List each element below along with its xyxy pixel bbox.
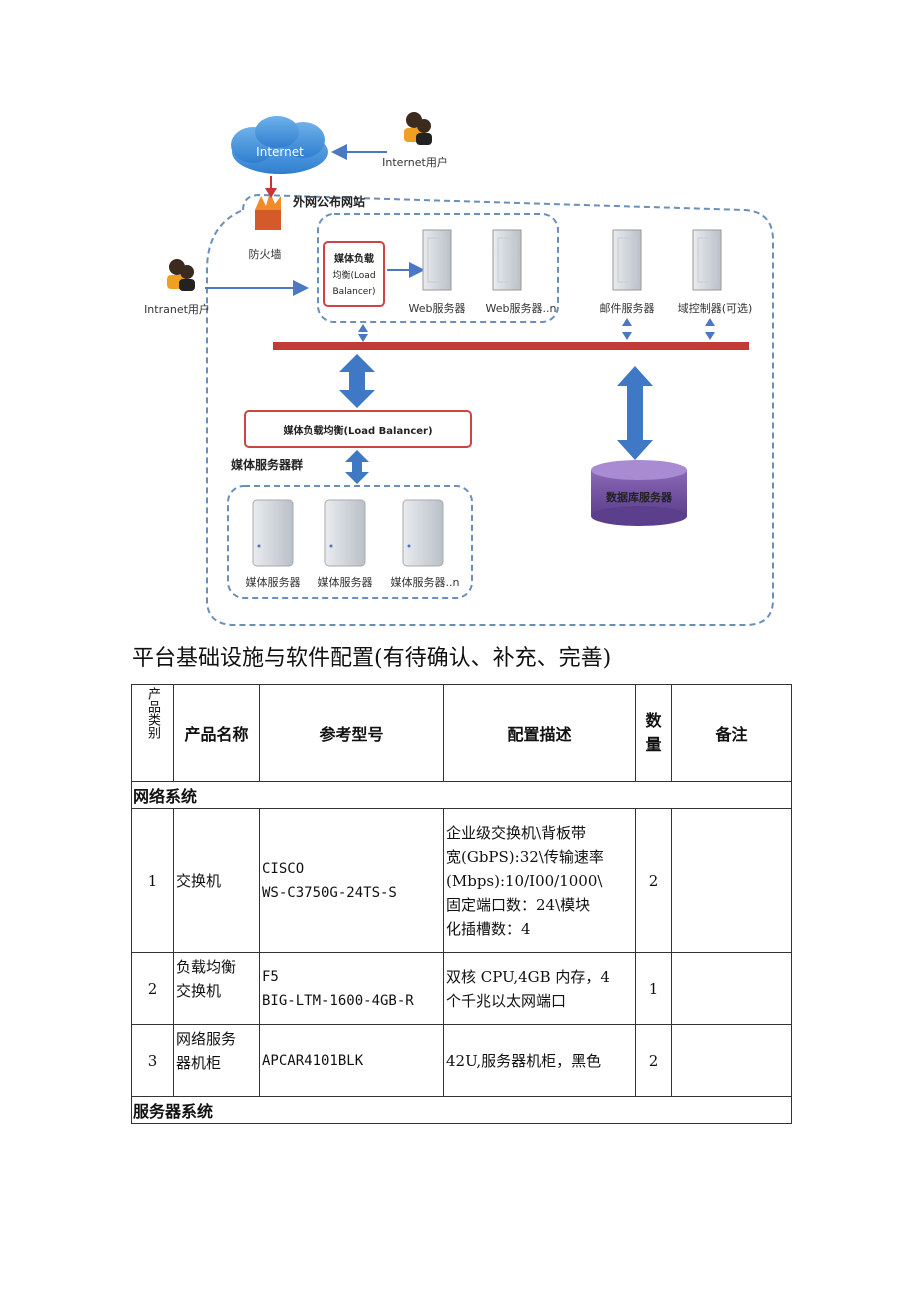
- product-model: APCAR4101BLK: [259, 1024, 444, 1097]
- section-title: 平台基础设施与软件配置(有待确认、补充、完善): [132, 646, 612, 671]
- firewall-label: 防火墙: [249, 247, 282, 261]
- header-category-label: 产品类别: [145, 687, 160, 739]
- web-server-group: [317, 213, 559, 323]
- config-description: 双核 CPU,4GB 内存，4 个千兆以太网端口: [443, 952, 636, 1025]
- product-name: 网络服务 器机柜: [173, 1024, 260, 1097]
- section-server-title: 服务器系统: [131, 1096, 792, 1124]
- name-line: 器机柜: [176, 1054, 222, 1072]
- config-line: (Mbps):10/I00/1000\: [446, 871, 603, 890]
- section-row-server: 服务器系统: [131, 1096, 792, 1124]
- media-cluster-label: 媒体服务器群: [231, 457, 303, 472]
- web-server-icon: [422, 229, 452, 291]
- header-model: 参考型号: [259, 684, 444, 782]
- table-row: 2 负载均衡 交换机 F5 BIG-LTM-1600-4GB-R 双核 CPU,…: [131, 952, 792, 1025]
- media-server-1-label: 媒体服务器: [246, 575, 301, 589]
- section-network-title: 网络系统: [131, 781, 792, 809]
- media-server-2-icon: [324, 499, 366, 567]
- name-line: 网络服务: [176, 1030, 237, 1048]
- config-line: 个千兆以太网端口: [446, 991, 567, 1010]
- media-load-balancer-label: 媒体负载均衡(Load Balancer): [282, 424, 432, 437]
- section-row-network: 网络系统: [131, 781, 792, 809]
- config-description: 42U,服务器机柜，黑色: [443, 1024, 636, 1097]
- external-site-label: 外网公布网站: [293, 194, 365, 209]
- config-line: 企业级交换机\背板带: [446, 823, 587, 842]
- quantity: 2: [635, 1024, 672, 1097]
- row-number: 2: [131, 952, 174, 1025]
- lb-top-label-1: 媒体负载: [333, 252, 374, 265]
- header-config: 配置描述: [443, 684, 636, 782]
- web-server-label: Web服务器: [409, 302, 466, 315]
- model-line: F5: [262, 968, 279, 985]
- domain-controller-icon: [692, 229, 722, 291]
- internet-user-icon: [404, 112, 432, 145]
- internet-user-label: Internet用户: [382, 155, 448, 169]
- note: [671, 808, 792, 953]
- internet-cloud-icon: [231, 116, 328, 174]
- media-server-group: [227, 485, 473, 599]
- model-line: BIG-LTM-1600-4GB-R: [262, 992, 414, 1009]
- media-server-n-label: 媒体服务器..n: [391, 575, 460, 589]
- intranet-user-label: Intranet用户: [144, 302, 210, 316]
- config-line: 固定端口数：24\模块: [446, 895, 591, 914]
- external-site-boundary: [206, 193, 774, 626]
- row-number: 3: [131, 1024, 174, 1097]
- name-line: 负载均衡: [176, 958, 237, 976]
- database-icon: [591, 460, 687, 526]
- product-model: CISCO WS-C3750G-24TS-S: [259, 808, 444, 953]
- model-line: WS-C3750G-24TS-S: [262, 884, 397, 901]
- media-load-balancer: [244, 410, 472, 448]
- internet-cloud-label: Internet: [256, 145, 304, 159]
- config-line: 宽(GbPS):32\传输速率: [446, 847, 604, 866]
- table-row: 1 交换机 CISCO WS-C3750G-24TS-S 企业级交换机\背板带 …: [131, 808, 792, 953]
- row-number: 1: [131, 808, 174, 953]
- domain-controller-label: 域控制器(可选): [678, 301, 753, 315]
- double-arrow-db-icon: [617, 366, 653, 460]
- name-line: 交换机: [176, 982, 222, 1000]
- network-architecture-diagram: Internet Internet用户 外网公布网站 防火墙 Intranet用…: [144, 112, 774, 626]
- model-line: CISCO: [262, 860, 305, 877]
- mail-server-label: 邮件服务器: [600, 302, 655, 315]
- table-row: 3 网络服务 器机柜 APCAR4101BLK 42U,服务器机柜，黑色 2: [131, 1024, 792, 1097]
- header-name: 产品名称: [173, 684, 260, 782]
- product-name: 负载均衡 交换机: [173, 952, 260, 1025]
- table-header-row: 产品类别 产品名称 参考型号 配置描述 数量 备注: [131, 684, 792, 782]
- network-backbone-bar: [273, 342, 749, 350]
- config-description: 企业级交换机\背板带 宽(GbPS):32\传输速率 (Mbps):10/I00…: [443, 808, 636, 953]
- config-line: 双核 CPU,4GB 内存，4: [446, 967, 610, 986]
- database-server-label: 数据库服务器: [606, 490, 673, 504]
- double-arrow-icon: [339, 354, 375, 408]
- quantity: 1: [635, 952, 672, 1025]
- quantity: 2: [635, 808, 672, 953]
- web-server-n-label: Web服务器..n: [486, 302, 557, 315]
- lb-top-label-2: 均衡(Load: [332, 269, 375, 281]
- header-note: 备注: [671, 684, 792, 782]
- web-server-n-icon: [492, 229, 522, 291]
- header-qty: 数量: [635, 684, 672, 782]
- note: [671, 952, 792, 1025]
- mail-server-icon: [612, 229, 642, 291]
- config-line: 化插槽数：4: [446, 919, 531, 938]
- media-server-icon: [252, 499, 294, 567]
- product-model: F5 BIG-LTM-1600-4GB-R: [259, 952, 444, 1025]
- header-qty-label: 数量: [645, 711, 662, 754]
- lb-top-label-3: Balancer): [332, 287, 375, 297]
- intranet-user-icon: [167, 259, 195, 291]
- firewall-icon: [255, 192, 281, 230]
- load-balancer-top: [323, 241, 385, 307]
- note: [671, 1024, 792, 1097]
- configuration-table: 产品类别 产品名称 参考型号 配置描述 数量 备注 网络系统 1 交换机 CIS…: [131, 684, 792, 1124]
- header-category: 产品类别: [131, 684, 174, 782]
- product-name: 交换机: [173, 808, 260, 953]
- media-server-2-label: 媒体服务器: [318, 575, 373, 589]
- media-server-n-icon: [402, 499, 444, 567]
